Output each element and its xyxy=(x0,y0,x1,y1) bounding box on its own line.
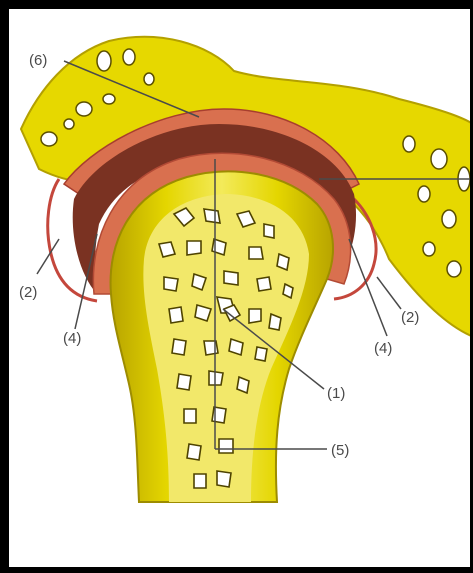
label-2-right: (2) xyxy=(401,309,419,326)
joint-diagram: (6) (2) (2) (4) (4) (1) (5) xyxy=(9,9,473,573)
label-6: (6) xyxy=(29,52,47,69)
leader-4-right xyxy=(349,239,387,336)
label-4-left: (4) xyxy=(63,330,81,347)
label-4-right: (4) xyxy=(374,340,392,357)
label-5: (5) xyxy=(331,442,349,459)
label-1: (1) xyxy=(327,385,345,402)
leader-2-right xyxy=(377,277,401,309)
label-2-left: (2) xyxy=(19,284,37,301)
